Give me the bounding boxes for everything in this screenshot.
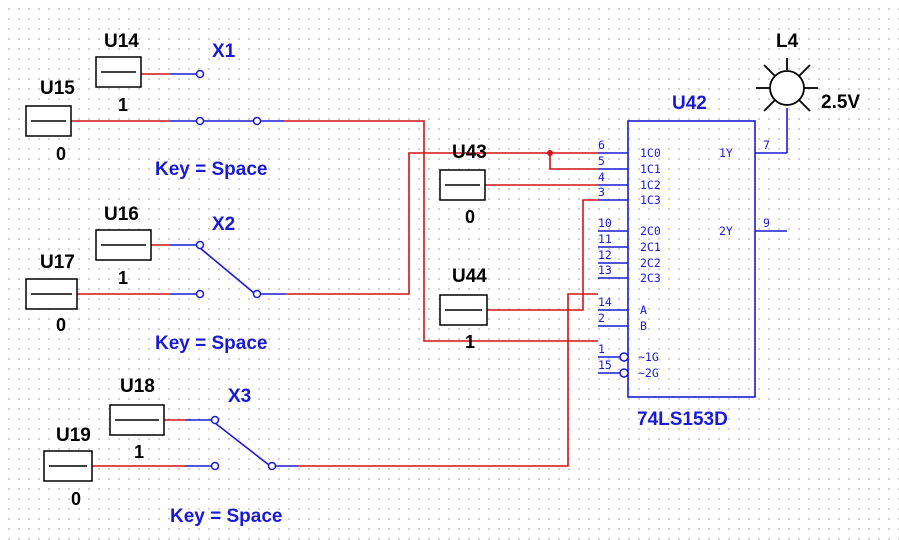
wire-x1-to-pin-b — [284, 120, 598, 342]
source-u19[interactable]: U19 0 — [43, 425, 93, 509]
pin-number: 9 — [763, 216, 770, 230]
pin-name: 2C0 — [640, 224, 661, 238]
pin-number: 6 — [598, 138, 605, 152]
pin-name: A — [640, 303, 647, 317]
source-u15[interactable]: U15 0 — [25, 78, 75, 164]
source-ref: U19 — [56, 425, 91, 446]
source-value: 0 — [56, 144, 66, 164]
switch-ref: X3 — [228, 386, 251, 407]
wire-x3-lever — [185, 419, 270, 466]
pin-name: 2C3 — [640, 271, 661, 285]
source-u18[interactable]: U18 1 — [109, 376, 165, 462]
switch-x1[interactable]: X1 Key = Space — [155, 41, 268, 180]
pin-name: 2Y — [719, 224, 733, 238]
source-ref: U14 — [104, 31, 139, 52]
source-value: 1 — [118, 268, 128, 288]
switch-key-label: Key = Space — [155, 159, 268, 180]
chip-body — [627, 120, 756, 398]
switch-terminal — [252, 116, 262, 126]
source-value: 1 — [134, 442, 144, 462]
chip-u42[interactable]: U42 74LS153D 6 1C0 5 1C1 4 1C2 3 1C3 10 … — [598, 93, 770, 430]
pin-name: 2C2 — [640, 256, 661, 270]
inverted-enable-bubble — [619, 352, 629, 362]
source-value: 1 — [465, 332, 475, 352]
source-ref: U16 — [104, 204, 139, 225]
lamp-rays-icon — [756, 58, 818, 112]
pin-number: 12 — [598, 248, 612, 262]
pin-name: ~1G — [638, 350, 659, 364]
pin-number: 2 — [598, 311, 605, 325]
pin-name: 1C3 — [640, 193, 661, 207]
pin-name: 1Y — [719, 146, 733, 160]
pin-name: ~2G — [638, 366, 659, 380]
switch-terminal — [195, 116, 205, 126]
source-u16[interactable]: U16 1 — [95, 204, 152, 288]
wire-x2-lever — [170, 244, 255, 294]
pin-name: B — [640, 319, 647, 333]
switch-ref: X2 — [212, 214, 235, 235]
source-u44[interactable]: U44 1 — [439, 266, 488, 352]
switch-key-label: Key = Space — [155, 333, 268, 354]
wire-junction-pin-5 — [549, 153, 598, 170]
chip-pin-stubs — [598, 152, 787, 374]
switch-terminal — [210, 461, 220, 471]
switch-terminal — [195, 240, 205, 250]
pin-name: 2C1 — [640, 240, 661, 254]
wires — [71, 73, 788, 467]
pin-number: 5 — [598, 154, 605, 168]
source-value: 0 — [56, 315, 66, 335]
wire-x2-to-pin-6 — [285, 152, 598, 295]
wire-u44-pin-3 — [487, 199, 598, 311]
source-ref: U17 — [40, 252, 75, 273]
lamp-bulb-icon — [769, 70, 805, 106]
inverted-enable-bubble — [619, 368, 629, 378]
switch-terminal — [195, 289, 205, 299]
source-u17[interactable]: U17 0 — [25, 252, 78, 335]
switch-terminal — [210, 415, 220, 425]
pin-number: 15 — [598, 358, 612, 372]
pin-number: 10 — [598, 216, 612, 230]
switch-x3[interactable]: X3 Key = Space — [170, 386, 283, 527]
source-ref: U18 — [120, 376, 155, 397]
switch-x2[interactable]: X2 Key = Space — [155, 214, 268, 354]
pin-number: 4 — [598, 170, 605, 184]
source-ref: U44 — [452, 266, 487, 287]
chip-part: 74LS153D — [637, 409, 728, 430]
pin-number: 1 — [598, 342, 605, 356]
source-u14[interactable]: U14 1 — [95, 31, 142, 115]
source-u43[interactable]: U43 0 — [439, 142, 487, 227]
switch-ref: X1 — [212, 41, 236, 62]
pin-number: 11 — [598, 232, 612, 246]
chip-ref: U42 — [672, 93, 707, 114]
pin-number: 7 — [763, 138, 770, 152]
pin-number: 13 — [598, 263, 612, 277]
junction-dot — [547, 150, 553, 156]
switch-terminal — [252, 289, 262, 299]
source-value: 0 — [71, 489, 81, 509]
pin-number: 14 — [598, 295, 612, 309]
source-ref: U43 — [452, 142, 487, 163]
switch-terminal — [195, 69, 205, 79]
pin-number: 3 — [598, 185, 605, 199]
source-ref: U15 — [40, 78, 75, 99]
pin-name: 1C1 — [640, 162, 661, 176]
pin-name: 1C0 — [640, 146, 661, 160]
switch-key-label: Key = Space — [170, 506, 283, 527]
switch-terminal — [267, 461, 277, 471]
lamp-l4[interactable]: L4 2.5V — [756, 31, 860, 113]
source-value: 0 — [465, 207, 475, 227]
lamp-rating: 2.5V — [821, 92, 860, 113]
lamp-ref: L4 — [776, 31, 799, 52]
source-value: 1 — [118, 95, 128, 115]
pin-name: 1C2 — [640, 178, 661, 192]
